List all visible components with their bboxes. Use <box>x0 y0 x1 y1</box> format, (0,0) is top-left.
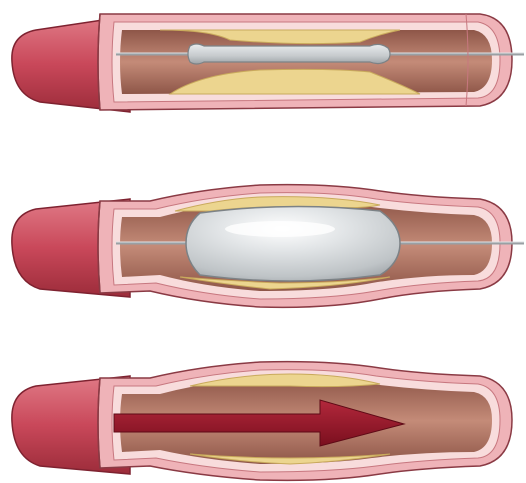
balloon-highlight <box>225 221 335 237</box>
panel-balloon-inflated <box>0 165 526 315</box>
panel-flow-restored <box>0 340 526 483</box>
panel-catheter-inserted <box>0 0 526 125</box>
balloon-deflated <box>188 44 390 64</box>
balloon-inflated <box>186 206 400 281</box>
